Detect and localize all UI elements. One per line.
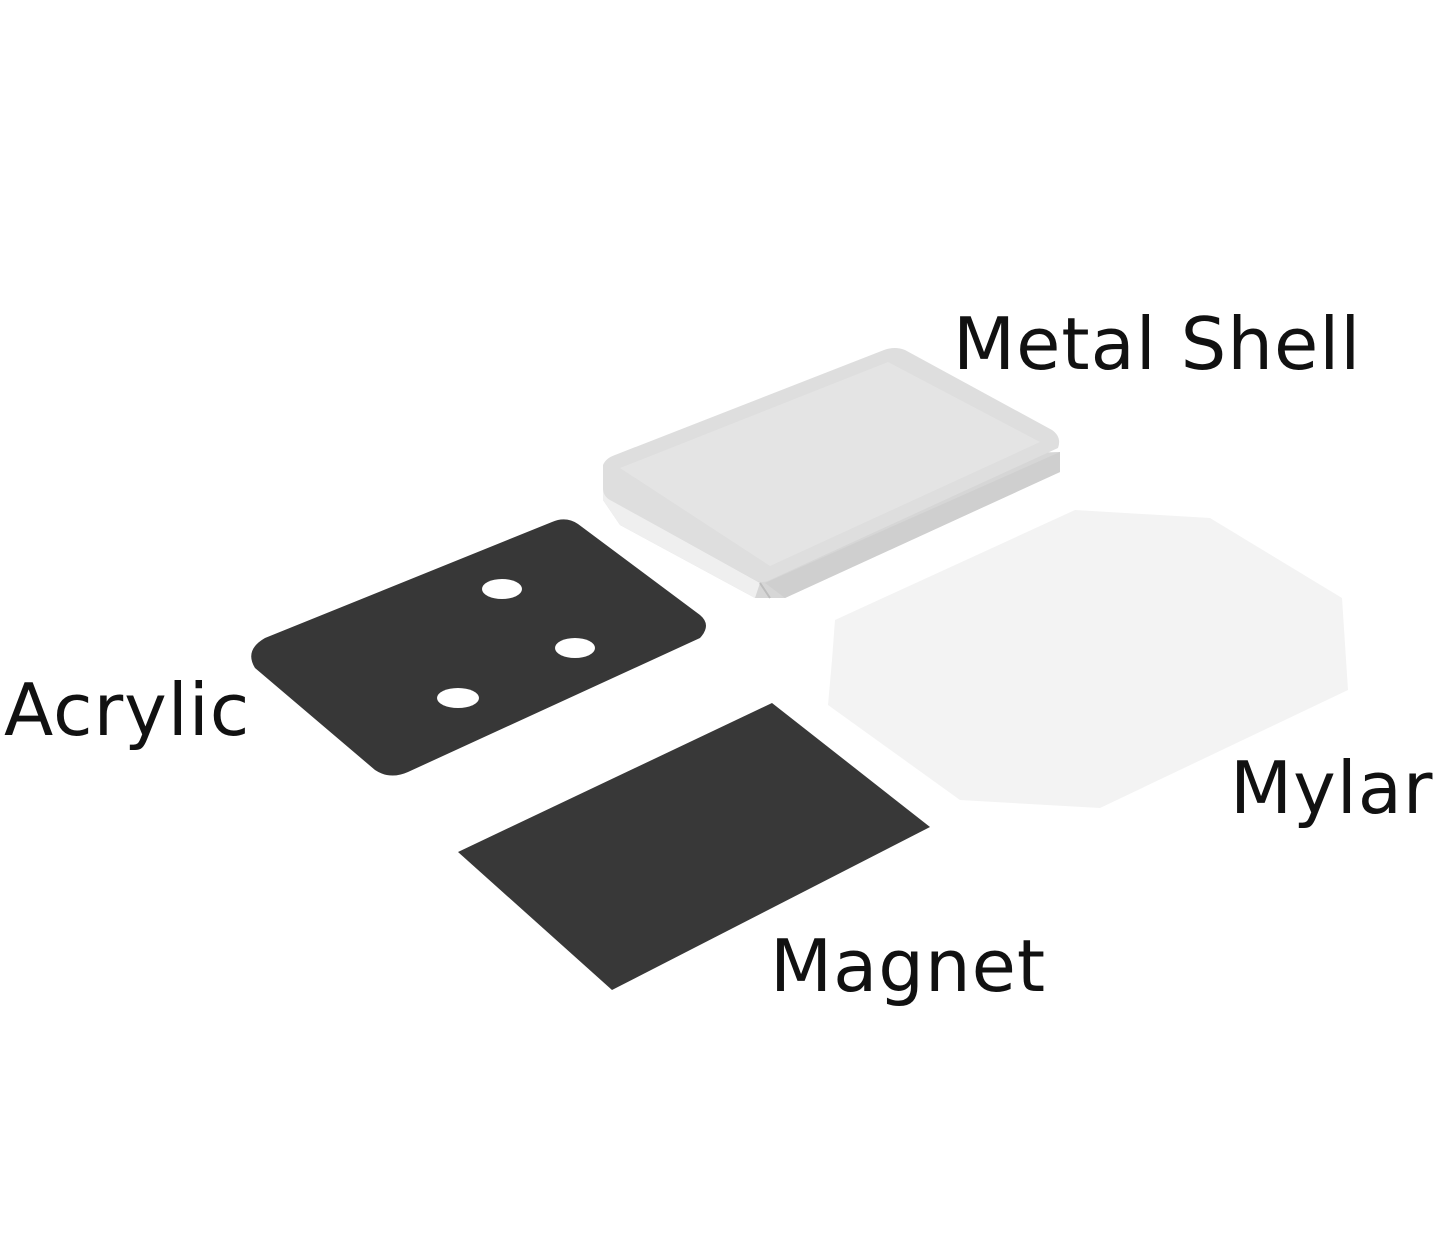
metal-shell-part (603, 348, 1060, 599)
mylar-label: Mylar (1230, 746, 1434, 830)
acrylic-label: Acrylic (4, 668, 251, 752)
acrylic-part (251, 519, 706, 776)
acrylic-hole-top (482, 579, 522, 599)
mylar-part (828, 510, 1348, 808)
acrylic-hole-left (437, 688, 479, 708)
metal-shell-label: Metal Shell (953, 302, 1362, 386)
acrylic-hole-right (555, 638, 595, 658)
magnet-label: Magnet (770, 924, 1047, 1008)
magnet-part (458, 703, 930, 990)
